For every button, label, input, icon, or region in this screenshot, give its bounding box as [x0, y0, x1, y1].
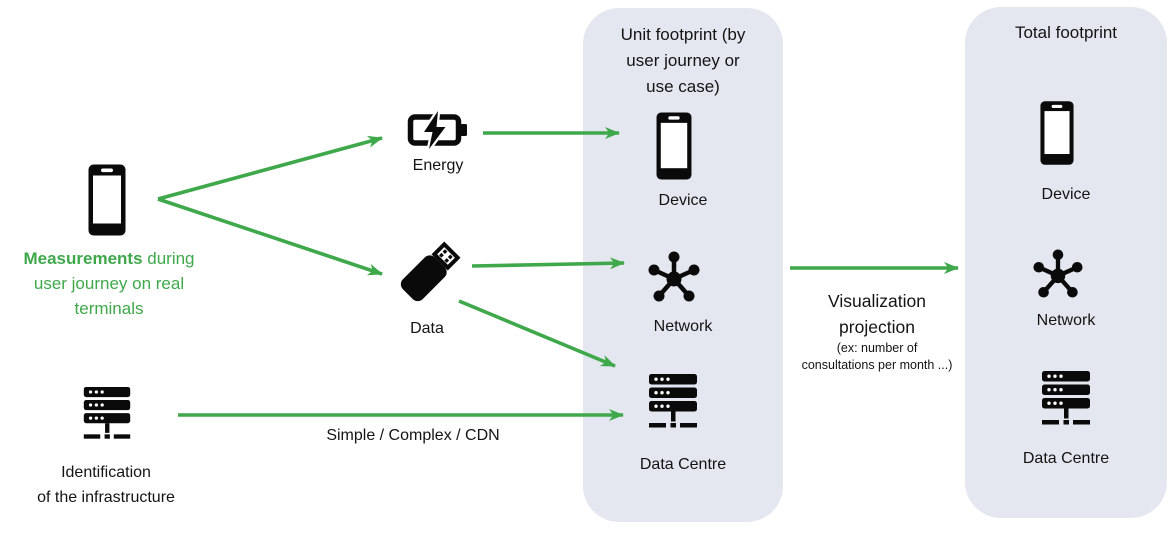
- total-device-label: Device: [1041, 186, 1091, 203]
- visualization-caption-line1: Visualization: [828, 291, 926, 311]
- unit-datacentre-label: Data Centre: [639, 456, 727, 473]
- unit-panel-title-line1: Unit footprint (by: [620, 25, 746, 44]
- infrastructure-caption: Identification of the infrastructure: [3, 460, 209, 510]
- measurements-caption: Measurements during user journey on real…: [0, 246, 218, 321]
- unit-panel-title: Unit footprint (by user journey or use c…: [583, 22, 783, 100]
- measurements-caption-line1: Measurements during: [23, 249, 195, 268]
- unit-device-label: Device: [658, 192, 708, 209]
- energy-battery-icon: [407, 109, 469, 151]
- data-usb-drive-icon: [393, 238, 463, 308]
- unit-network-label: Network: [653, 318, 713, 335]
- infrastructure-arrow-label: Simple / Complex / CDN: [326, 427, 500, 444]
- total-server-icon: [1036, 371, 1096, 429]
- total-smartphone-icon: [1040, 100, 1074, 166]
- infrastructure-caption-line2: of the infrastructure: [37, 489, 175, 506]
- total-network-icon: [1032, 248, 1084, 298]
- infrastructure-server-icon: [78, 386, 136, 444]
- measurements-caption-line3: terminals: [74, 299, 144, 318]
- unit-panel-title-line3: use case): [646, 77, 720, 96]
- visualization-caption: Visualization projection (ex: number of …: [777, 288, 977, 374]
- total-network-label: Network: [1036, 312, 1096, 329]
- total-panel-title: Total footprint: [1014, 23, 1118, 42]
- visualization-caption-sub1: (ex: number of: [836, 341, 918, 355]
- total-datacentre-label: Data Centre: [1022, 450, 1110, 467]
- unit-network-icon: [647, 250, 701, 302]
- measurement-smartphone-icon: [88, 164, 126, 236]
- unit-server-icon: [643, 374, 703, 432]
- unit-panel-title-line2: user journey or: [626, 51, 740, 70]
- total-footprint-panel: [965, 7, 1167, 518]
- visualization-caption-line2: projection: [839, 317, 915, 337]
- measurements-caption-line2: user journey on real: [33, 274, 185, 293]
- data-label: Data: [410, 320, 444, 337]
- energy-label: Energy: [412, 157, 464, 174]
- infrastructure-caption-line1: Identification: [61, 464, 151, 481]
- unit-smartphone-icon: [656, 112, 692, 180]
- visualization-caption-sub2: consultations per month ...): [801, 358, 953, 372]
- arrow-phone-to-energy: [157, 135, 383, 201]
